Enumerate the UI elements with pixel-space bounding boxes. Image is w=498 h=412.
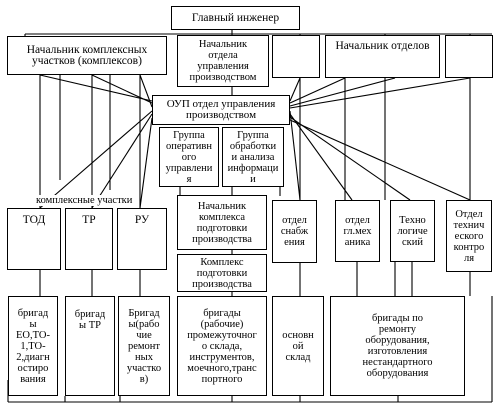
- node-head-prep-complex: Начальник комплекса подготовки производс…: [177, 195, 267, 250]
- complex-sections-label: комплексные участки: [36, 195, 133, 206]
- node-main-warehouse: основн ой склад: [272, 296, 324, 396]
- node-brigades-repair: Бригад ы(рабо чие ремонт ных участко в): [118, 296, 170, 396]
- node-right-empty: [445, 35, 493, 78]
- node-group-processing: Группа обработки и анализа информаци и: [222, 127, 284, 187]
- node-supply-dept: отдел снабж ения: [272, 200, 317, 263]
- node-brigades-workers: бригады (рабочие) промежуточног о склада…: [177, 296, 267, 396]
- node-tech-control: Отдел технич еского контро ля: [446, 200, 492, 272]
- node-ru: РУ: [117, 208, 167, 270]
- node-empty-box: [272, 35, 320, 78]
- node-tr: ТР: [65, 208, 113, 270]
- node-oup: ОУП отдел управления производством: [152, 95, 290, 125]
- node-chief-mech-dept: отдел гл.мех аника: [335, 200, 380, 262]
- node-technological: Техно логиче ский: [390, 200, 435, 262]
- node-brigades-eo: бригад ы ЕО,ТО- 1,ТО- 2,диагн остиро ван…: [8, 296, 58, 396]
- node-head-complex-sections: Начальник комплексных участков (комплекс…: [7, 36, 167, 75]
- node-brigades-tr: бригад ы ТР: [65, 296, 115, 396]
- node-group-operational: Группа оперативн ого управлени я: [159, 127, 219, 187]
- node-brigades-equipment: бригады по ремонту оборудования, изготов…: [330, 296, 465, 396]
- node-head-production-dept: Начальник отдела управления производство…: [177, 35, 269, 87]
- node-prep-complex: Комплекс подготовки производства: [177, 254, 267, 292]
- node-tod: ТОД: [7, 208, 61, 270]
- node-chief-engineer: Главный инженер: [171, 6, 300, 30]
- node-head-departments: Начальник отделов: [325, 35, 440, 78]
